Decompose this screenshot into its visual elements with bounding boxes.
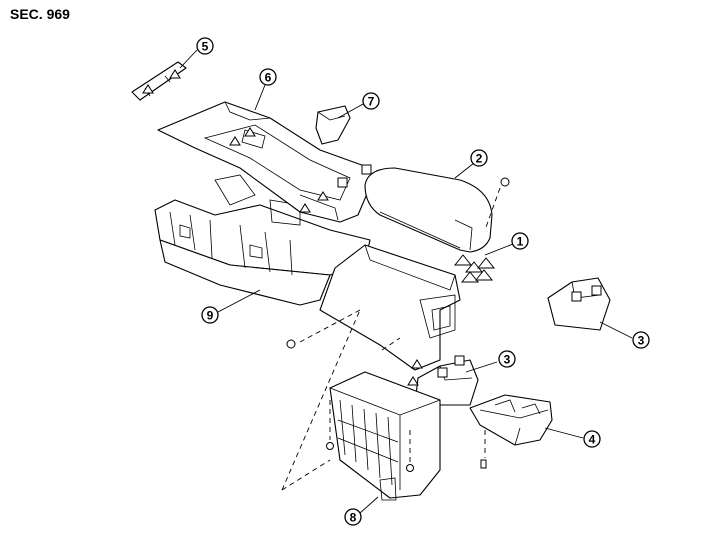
callout-5: 5 (196, 37, 214, 55)
part-5-bracket (131, 61, 187, 101)
callout-6-label: 6 (265, 71, 272, 85)
callout-2: 2 (470, 149, 488, 167)
part-2-armrest-lid (364, 167, 493, 253)
callout-3-center: 3 (498, 350, 516, 368)
callout-2-label: 2 (476, 152, 483, 166)
part-4-cup-holder (469, 394, 553, 446)
callout-3-right: 3 (632, 331, 650, 349)
callout-3-right-label: 3 (638, 334, 645, 348)
section-number: SEC. 969 (10, 6, 70, 22)
part-7-finisher (315, 105, 351, 145)
callout-4-label: 4 (589, 433, 596, 447)
callout-1: 1 (511, 232, 529, 250)
callout-8: 8 (344, 508, 362, 526)
callout-9: 9 (201, 306, 219, 324)
callout-7-label: 7 (368, 95, 375, 109)
part-6-console-finisher (157, 101, 373, 223)
callout-7: 7 (362, 92, 380, 110)
assembly-lines (281, 187, 501, 491)
callout-9-label: 9 (207, 309, 214, 323)
part-3-side-finisher-right (547, 277, 611, 331)
callout-5-label: 5 (202, 40, 209, 54)
console-body (319, 244, 461, 371)
triangle-clips (142, 69, 423, 386)
callout-1-label: 1 (517, 235, 524, 249)
part-3-side-finisher-center (415, 355, 479, 406)
fasteners (286, 177, 510, 472)
part-9-console-bracket (154, 174, 371, 306)
callout-8-label: 8 (350, 511, 357, 525)
part-1-clips (453, 254, 496, 283)
callout-4: 4 (583, 430, 601, 448)
callout-6: 6 (259, 68, 277, 86)
leader-lines (179, 49, 633, 514)
callout-3-center-label: 3 (504, 353, 511, 367)
